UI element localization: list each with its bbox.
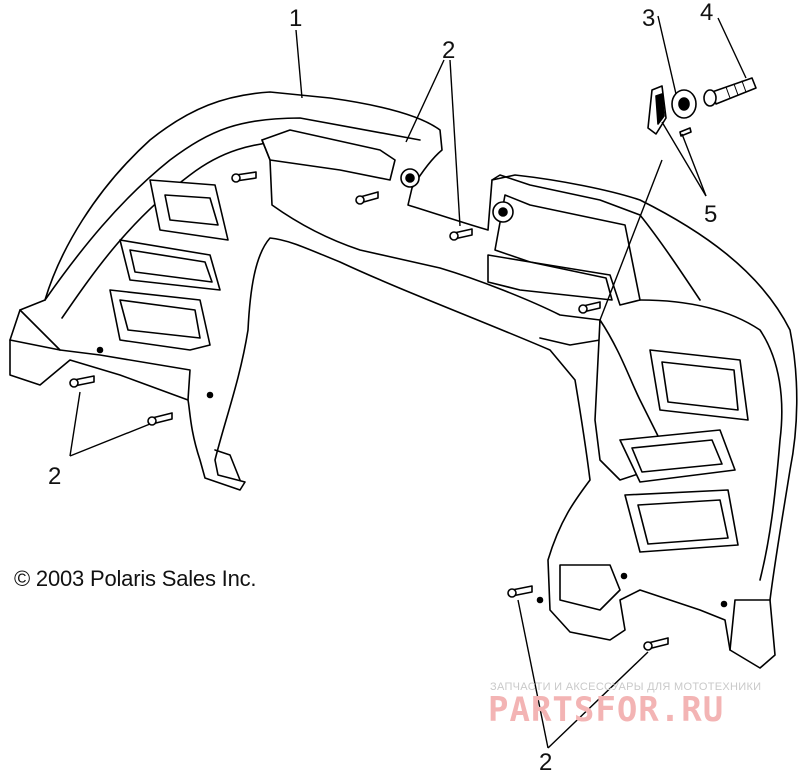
leader-lines	[69, 15, 747, 749]
watermark-brand: PARTSFOR.RU	[488, 690, 725, 730]
rear-body-panel	[9, 91, 798, 669]
copyright-notice: © 2003 Polaris Sales Inc.	[14, 566, 257, 591]
callout-2-top: 2	[442, 37, 455, 64]
callout-3: 3	[642, 5, 655, 32]
callout-2-bottom: 2	[539, 749, 552, 774]
washer	[671, 89, 697, 119]
screw	[578, 301, 601, 314]
callout-4: 4	[700, 0, 713, 26]
bolt	[703, 77, 757, 107]
screw	[449, 228, 473, 241]
screw	[231, 171, 257, 183]
screw	[69, 375, 95, 388]
watermark-tagline: ЗАПЧАСТИ И АКСЕССУАРЫ ДЛЯ МОТОТЕХНИКИ	[490, 681, 762, 693]
callout-2-left: 2	[48, 463, 61, 490]
screw	[147, 412, 173, 426]
screw	[643, 637, 669, 651]
retaining-clip	[647, 85, 692, 137]
callout-5: 5	[704, 201, 717, 228]
screw	[507, 585, 533, 598]
screw	[355, 191, 379, 205]
callout-1: 1	[289, 5, 302, 32]
